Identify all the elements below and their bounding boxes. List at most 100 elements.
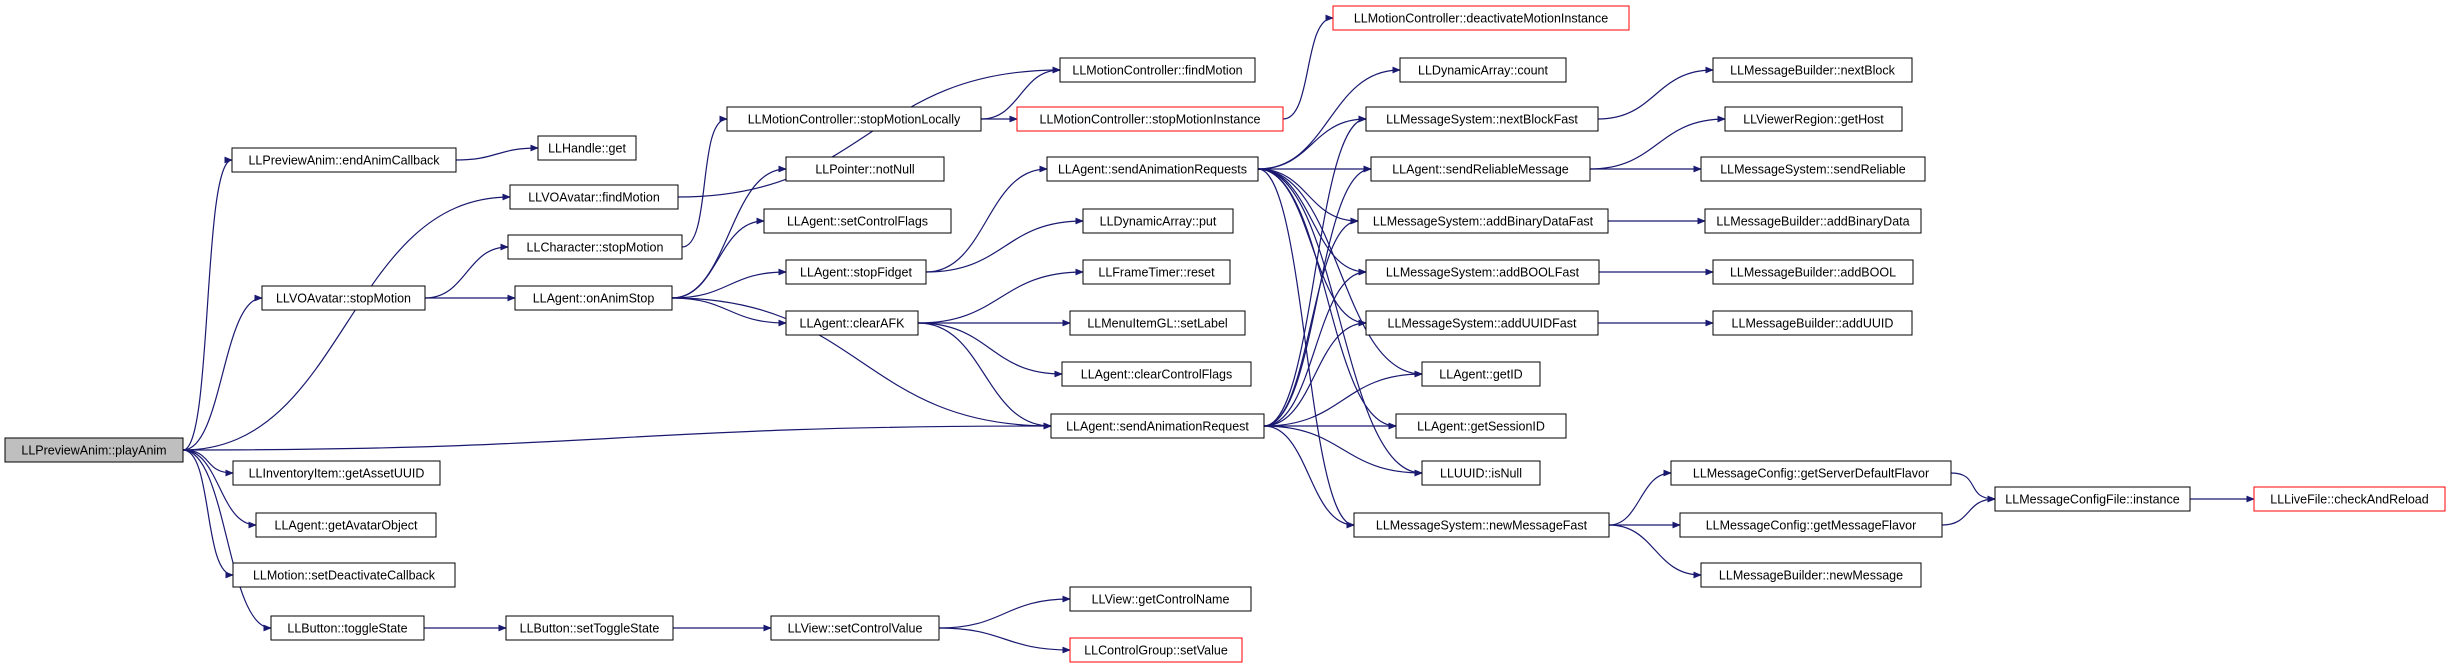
node-dyn-count[interactable]: LLDynamicArray::count xyxy=(1399,57,1567,83)
node-vo-stop-motion[interactable]: LLVOAvatar::stopMotion xyxy=(261,285,426,311)
node-set-value[interactable]: LLControlGroup::setValue xyxy=(1069,637,1243,663)
edge-clear-afk-to-clear-control-flags xyxy=(917,322,1063,378)
node-box xyxy=(1069,586,1252,612)
node-set-deactivate-callback[interactable]: LLMotion::setDeactivateCallback xyxy=(232,562,456,588)
node-box xyxy=(1061,361,1252,387)
node-label: LLMenuItemGL::setLabel xyxy=(1087,317,1227,331)
node-mc-stop-motion-instance[interactable]: LLMotionController::stopMotionInstance xyxy=(1016,106,1284,132)
node-menu-set-label[interactable]: LLMenuItemGL::setLabel xyxy=(1069,310,1246,336)
node-handle-get[interactable]: LLHandle::get xyxy=(537,135,637,161)
node-add-boolfast[interactable]: LLMessageSystem::addBOOLFast xyxy=(1365,259,1600,285)
node-box xyxy=(2253,486,2446,512)
node-toggle-state[interactable]: LLButton::toggleState xyxy=(270,615,425,641)
edge-mc-stop-motion-locally-to-mc-find-motion xyxy=(980,66,1061,120)
node-mc-find-motion[interactable]: LLMotionController::findMotion xyxy=(1059,57,1256,83)
node-send-anim-request[interactable]: LLAgent::sendAnimationRequest xyxy=(1050,413,1265,439)
node-get-session-id[interactable]: LLAgent::getSessionID xyxy=(1395,413,1567,439)
node-box xyxy=(1700,156,1926,182)
edge-play-anim-to-set-deactivate-callback xyxy=(182,449,234,579)
edge-send-anim-request-to-add-uuidfast xyxy=(1263,319,1367,427)
node-box xyxy=(763,208,952,234)
node-next-block-fast[interactable]: LLMessageSystem::nextBlockFast xyxy=(1365,106,1599,132)
node-mb-next-block[interactable]: LLMessageBuilder::nextBlock xyxy=(1712,57,1913,83)
node-box xyxy=(1046,156,1259,182)
node-set-control-flags[interactable]: LLAgent::setControlFlags xyxy=(763,208,952,234)
node-set-control-value[interactable]: LLView::setControlValue xyxy=(770,615,940,641)
node-play-anim[interactable]: LLPreviewAnim::playAnim xyxy=(4,437,184,463)
node-box xyxy=(1395,413,1567,439)
node-box xyxy=(509,184,679,210)
node-box xyxy=(770,615,940,641)
node-mb-add-uuid[interactable]: LLMessageBuilder::addUUID xyxy=(1712,310,1913,336)
node-box xyxy=(1069,310,1246,336)
node-config-instance[interactable]: LLMessageConfigFile::instance xyxy=(1994,486,2191,512)
node-label: LLMessageBuilder::newMessage xyxy=(1719,569,1903,583)
node-label: LLMessageBuilder::nextBlock xyxy=(1730,64,1895,78)
node-mb-new-message[interactable]: LLMessageBuilder::newMessage xyxy=(1700,562,1922,588)
node-get-avatar-object[interactable]: LLAgent::getAvatarObject xyxy=(255,512,437,538)
node-label: LLDynamicArray::put xyxy=(1100,215,1217,229)
node-dyn-put[interactable]: LLDynamicArray::put xyxy=(1082,208,1234,234)
edge-send-anim-request-to-add-binary-data-fast xyxy=(1263,217,1359,427)
node-label: LLVOAvatar::findMotion xyxy=(528,191,660,205)
edge-send-anim-requests-to-is-null xyxy=(1257,168,1423,477)
node-mc-deactivate[interactable]: LLMotionController::deactivateMotionInst… xyxy=(1332,5,1630,31)
node-label: LLAgent::stopFidget xyxy=(800,266,912,280)
node-set-toggle-state[interactable]: LLButton::setToggleState xyxy=(505,615,674,641)
node-box xyxy=(1679,512,1943,538)
node-label: LLButton::toggleState xyxy=(287,622,407,636)
node-mb-add-binary-data[interactable]: LLMessageBuilder::addBinaryData xyxy=(1704,208,1922,234)
node-box xyxy=(785,259,927,285)
edge-send-anim-request-to-new-message-fast xyxy=(1263,425,1355,529)
nodes-layer: LLPreviewAnim::playAnim LLPreviewAnim::en… xyxy=(4,5,2446,663)
edge-agent-on-anim-stop-to-set-control-flags xyxy=(671,217,765,299)
edge-vo-stop-motion-to-char-stop-motion xyxy=(424,243,509,299)
node-label: LLInventoryItem::getAssetUUID xyxy=(249,467,425,481)
node-vo-find-motion[interactable]: LLVOAvatar::findMotion xyxy=(509,184,679,210)
node-stop-fidget[interactable]: LLAgent::stopFidget xyxy=(785,259,927,285)
node-get-id[interactable]: LLAgent::getID xyxy=(1421,361,1541,387)
node-mb-add-bool[interactable]: LLMessageBuilder::addBOOL xyxy=(1712,259,1914,285)
node-send-anim-requests[interactable]: LLAgent::sendAnimationRequests xyxy=(1046,156,1259,182)
node-agent-on-anim-stop[interactable]: LLAgent::onAnimStop xyxy=(514,285,673,311)
edge-clear-afk-to-send-anim-request xyxy=(917,322,1052,430)
node-ms-send-reliable[interactable]: LLMessageSystem::sendReliable xyxy=(1700,156,1926,182)
node-get-control-name[interactable]: LLView::getControlName xyxy=(1069,586,1252,612)
edge-play-anim-to-vo-find-motion xyxy=(182,193,511,451)
node-label: LLCharacter::stopMotion xyxy=(527,241,664,255)
node-get-asset-uuid[interactable]: LLInventoryItem::getAssetUUID xyxy=(232,460,441,486)
node-get-server-default-flavor[interactable]: LLMessageConfig::getServerDefaultFlavor xyxy=(1670,460,1952,486)
node-label: LLAgent::getAvatarObject xyxy=(275,519,418,533)
node-box xyxy=(514,285,673,311)
edge-end-anim-callback-to-handle-get xyxy=(455,144,539,161)
node-char-stop-motion[interactable]: LLCharacter::stopMotion xyxy=(507,234,683,260)
node-add-uuidfast[interactable]: LLMessageSystem::addUUIDFast xyxy=(1365,310,1599,336)
node-get-message-flavor[interactable]: LLMessageConfig::getMessageFlavor xyxy=(1679,512,1943,538)
node-check-and-reload[interactable]: LLLiveFile::checkAndReload xyxy=(2253,486,2446,512)
node-get-host[interactable]: LLViewerRegion::getHost xyxy=(1724,106,1903,132)
node-label: LLMotionController::findMotion xyxy=(1072,64,1242,78)
node-box xyxy=(4,437,184,463)
node-end-anim-callback[interactable]: LLPreviewAnim::endAnimCallback xyxy=(231,147,457,173)
node-frame-reset[interactable]: LLFrameTimer::reset xyxy=(1082,259,1231,285)
node-mc-stop-motion-locally[interactable]: LLMotionController::stopMotionLocally xyxy=(726,106,982,132)
edge-play-anim-to-end-anim-callback xyxy=(182,156,233,451)
node-label: LLDynamicArray::count xyxy=(1418,64,1548,78)
edge-set-control-value-to-set-value xyxy=(938,627,1071,654)
node-new-message-fast[interactable]: LLMessageSystem::newMessageFast xyxy=(1353,512,1610,538)
node-clear-control-flags[interactable]: LLAgent::clearControlFlags xyxy=(1061,361,1252,387)
node-label: LLViewerRegion::getHost xyxy=(1743,113,1884,127)
edge-send-anim-request-to-get-id xyxy=(1263,370,1423,427)
edge-send-anim-requests-to-add-boolfast xyxy=(1257,168,1367,276)
node-add-binary-data-fast[interactable]: LLMessageSystem::addBinaryDataFast xyxy=(1357,208,1609,234)
node-is-null[interactable]: LLUUID::isNull xyxy=(1421,460,1541,486)
node-box xyxy=(232,460,441,486)
node-send-reliable[interactable]: LLAgent::sendReliableMessage xyxy=(1370,156,1591,182)
node-box xyxy=(505,615,674,641)
node-label: LLUUID::isNull xyxy=(1440,467,1522,481)
node-clear-afk[interactable]: LLAgent::clearAFK xyxy=(785,310,919,336)
node-not-null[interactable]: LLPointer::notNull xyxy=(785,156,945,182)
node-box xyxy=(1670,460,1952,486)
node-label: LLMessageSystem::newMessageFast xyxy=(1376,519,1588,533)
node-label: LLMessageConfigFile::instance xyxy=(2005,493,2179,507)
